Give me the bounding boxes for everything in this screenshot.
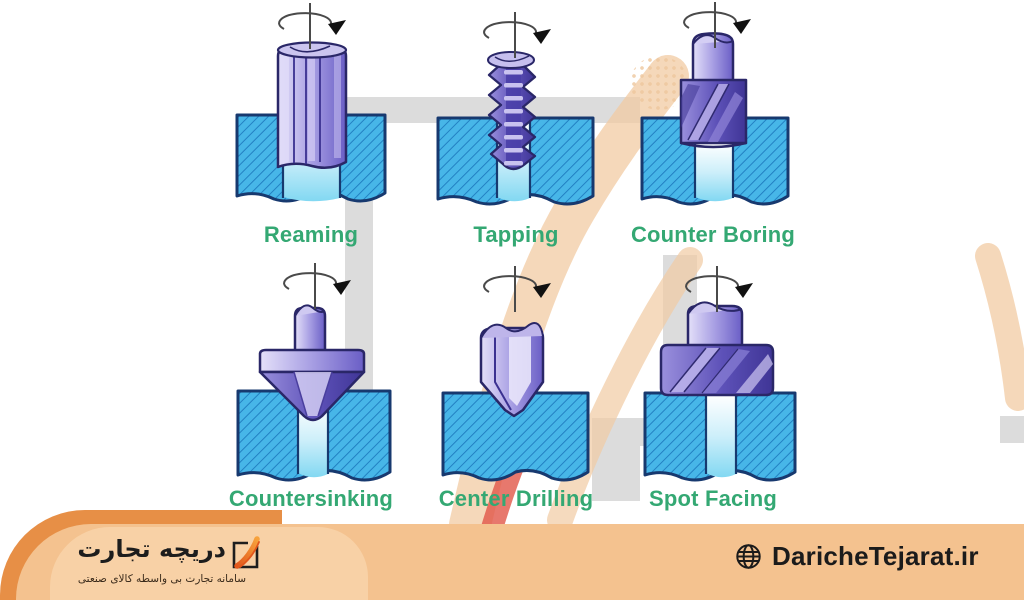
rotation-arrow-icon — [683, 2, 751, 48]
rotation-arrow-icon — [278, 3, 346, 49]
operation-label-center-drilling: Center Drilling — [438, 486, 594, 511]
operation-illustration-center-drilling — [441, 266, 590, 482]
background-bar-edge — [1000, 416, 1024, 443]
operation-label-countersinking: Countersinking — [228, 486, 394, 511]
rotation-arrow-icon — [283, 263, 351, 309]
brand-logo-icon — [232, 536, 260, 569]
operation-panel-counter-boring: Counter Boring — [608, 0, 818, 258]
operation-panel-reaming: Reaming — [206, 0, 416, 258]
operation-illustration-tapping — [436, 12, 595, 206]
website-url: DaricheTejarat.ir — [772, 541, 979, 571]
globe-icon — [736, 544, 761, 569]
operation-illustration-spot-facing — [643, 266, 797, 482]
operation-illustration-countersinking — [236, 263, 392, 482]
rotation-arrow-icon — [483, 266, 551, 312]
operation-label-counter-boring: Counter Boring — [630, 222, 796, 247]
operation-label-reaming: Reaming — [263, 222, 359, 247]
operation-label-tapping: Tapping — [473, 222, 559, 247]
brand-title: دریچه تجارت — [77, 535, 226, 563]
operation-label-spot-facing: Spot Facing — [648, 486, 778, 511]
operation-illustration-reaming — [235, 3, 387, 203]
footer-brand-pill — [50, 527, 368, 600]
operation-illustration-counter-boring — [640, 2, 790, 206]
rotation-arrow-icon — [483, 12, 551, 58]
website-banner: DaricheTejarat.ir — [735, 541, 979, 572]
operation-panel-center-drilling: Center Drilling — [411, 258, 621, 516]
operation-panel-spot-facing: Spot Facing — [608, 258, 818, 516]
operation-panel-countersinking: Countersinking — [206, 258, 416, 516]
operation-panel-tapping: Tapping — [411, 0, 621, 258]
brand-subtitle: سامانه تجارت بی واسطه کالای صنعتی — [77, 573, 246, 585]
